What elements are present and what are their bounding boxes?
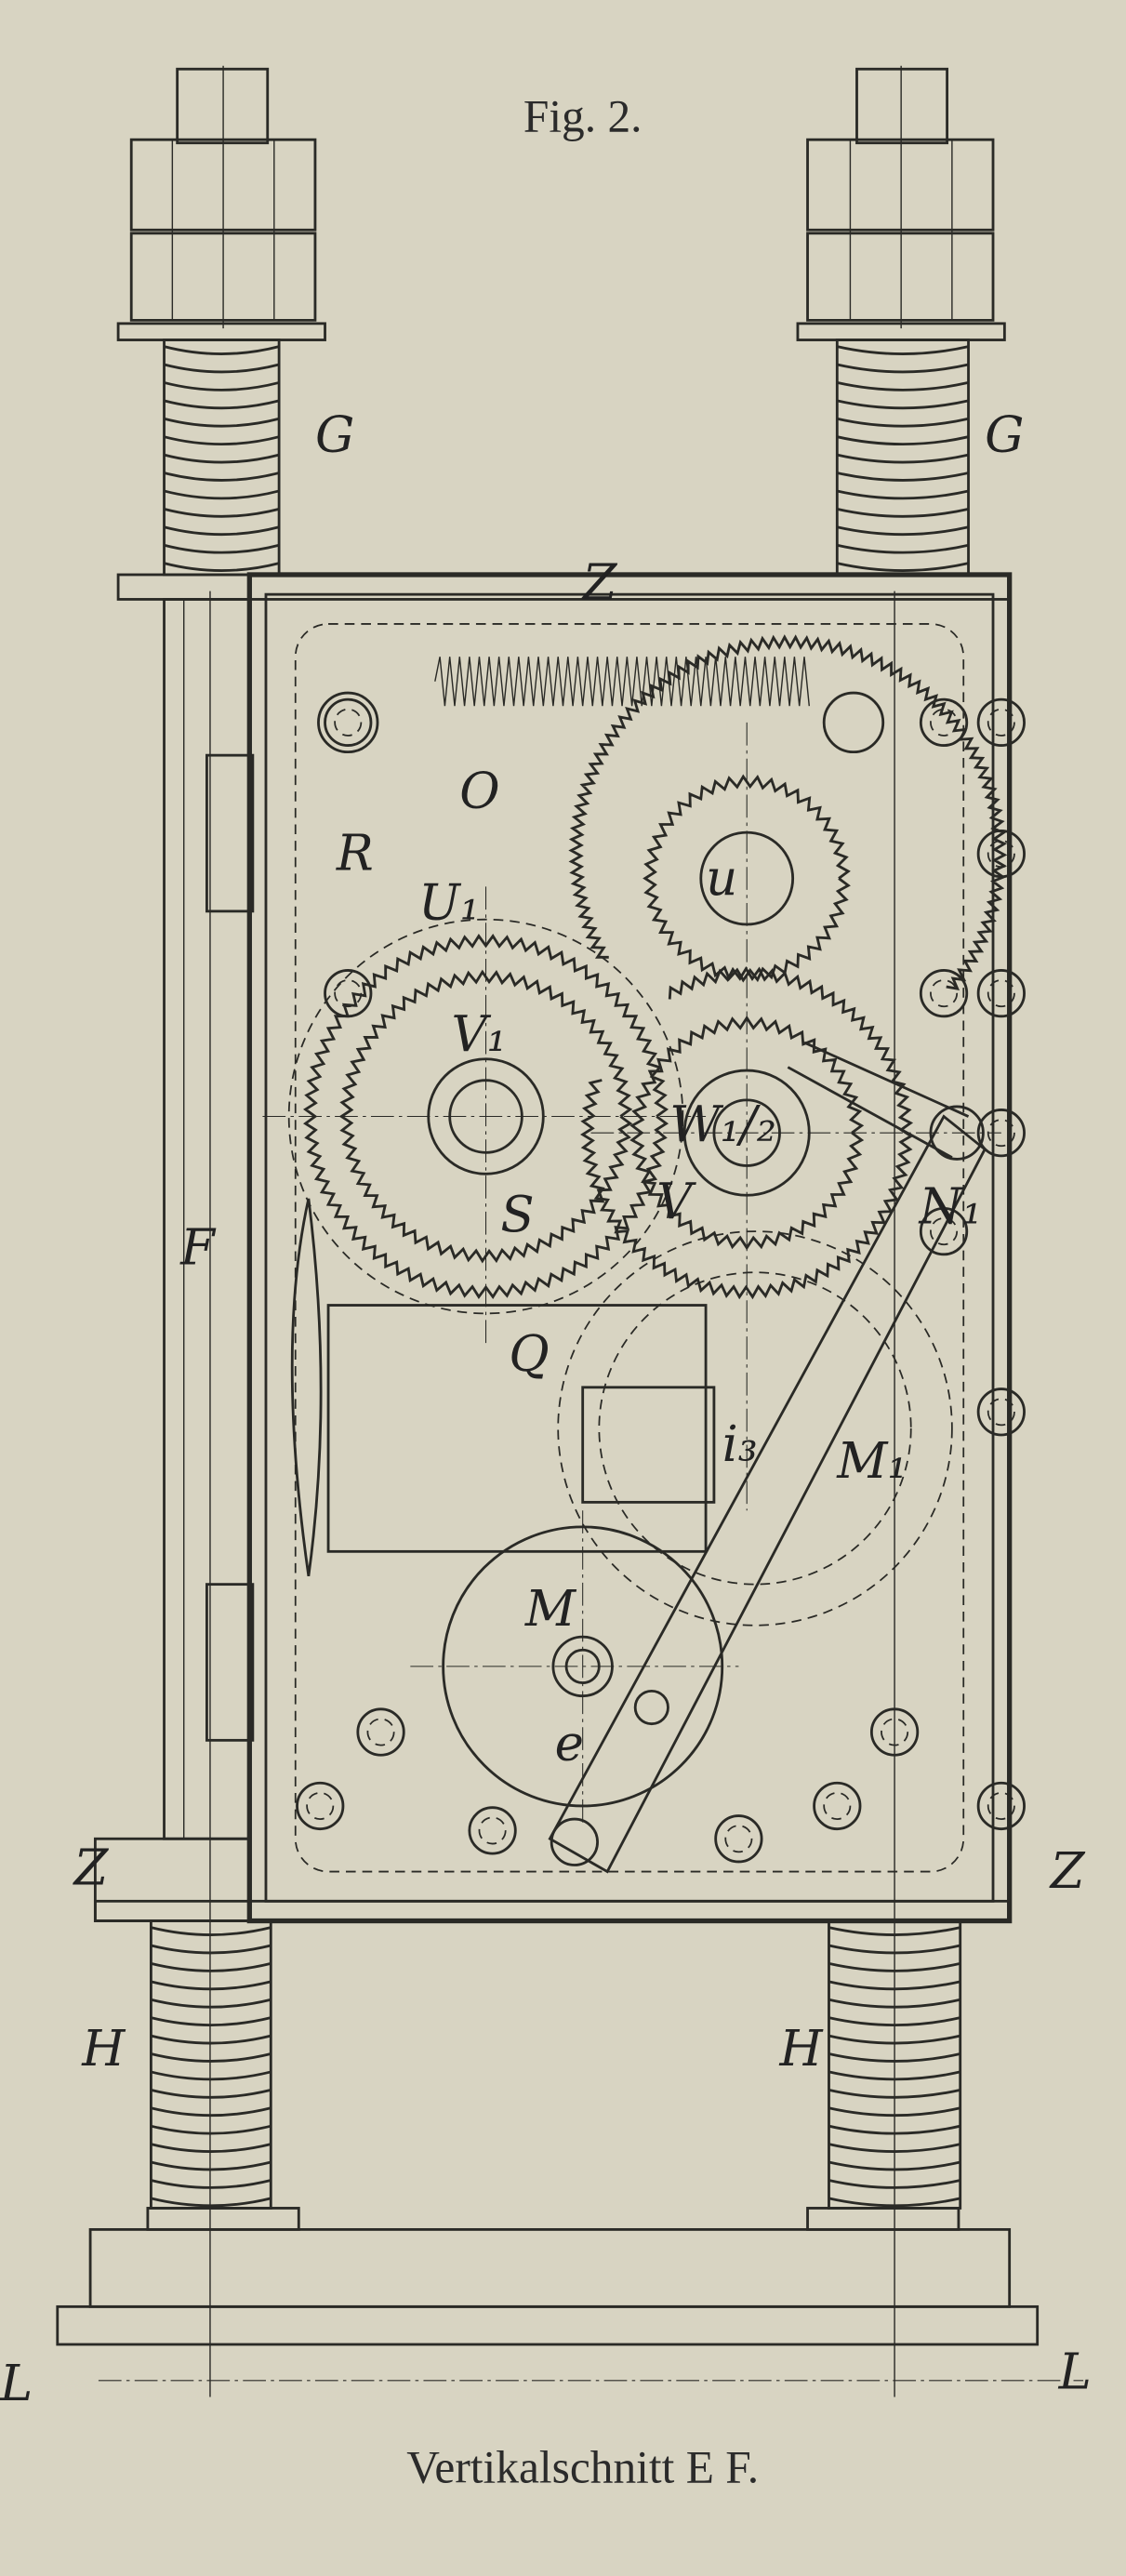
disc-M1 [557,1230,953,1627]
label-G-right: G [985,407,1024,464]
bolt-head [324,697,373,747]
bolt-head [976,697,1026,747]
label-M: M [524,1581,577,1638]
bolt-head [813,1781,862,1831]
label-N1: N₁ [918,1178,983,1235]
bolt-head [976,1781,1026,1831]
bolt-head [296,1781,345,1831]
bolt-head [869,1707,920,1757]
bolt-head [468,1806,517,1855]
hinge-bottom [205,1583,255,1742]
bolt-head [324,969,373,1018]
bolt-head [976,829,1026,879]
label-Z-left: Z [72,1840,109,1897]
figure-title: Fig. 2. [523,90,642,141]
label-e: e [555,1716,584,1773]
label-i3: i₃ [722,1416,758,1473]
lever-N1 [548,1114,987,1874]
label-L-right: L [1058,2344,1092,2401]
label-U1: U₁ [418,875,480,932]
label-O: O [459,764,499,820]
label-M1: M₁ [836,1433,907,1490]
base-plate [56,2304,1040,2346]
bolt-head [356,1707,405,1757]
label-Q: Q [509,1326,549,1383]
label-L-left: L [0,2356,33,2412]
label-F: F [179,1219,217,1276]
bolt-head [976,969,1026,1018]
label-R: R [336,826,374,883]
label-H-left: H [81,2021,126,2078]
coil-spring [163,339,281,577]
label-Z-top: Z [581,554,618,611]
coil-spring [149,1919,272,2210]
gear-V [580,965,914,1300]
label-Z-right: Z [1049,1843,1086,1900]
bolt-head [976,1388,1026,1437]
bolt-head [919,697,969,747]
label-G-left: G [315,407,354,464]
label-W: W₁/₂ [669,1096,776,1153]
gear-train [287,634,1008,1315]
label-V1: V₁ [451,1006,506,1063]
bolt-head [714,1814,763,1864]
figure-caption: Vertikalschnitt E F. [406,2441,759,2492]
label-V: V [656,1174,696,1230]
label-H-right: H [779,2021,825,2078]
coil-spring [835,339,970,577]
gear-u [642,774,851,983]
label-u: u [706,850,737,907]
right-top-bolt [796,65,1006,341]
bolt-head [919,969,969,1018]
label-S: S [500,1187,534,1243]
coil-springs [149,339,970,2210]
gear-upper [568,634,1008,991]
left-top-bolt [116,65,326,341]
tension-spring-O [317,657,885,754]
hinge-top [205,753,255,913]
bolt-head [919,1206,969,1256]
base-block [88,2227,1012,2308]
